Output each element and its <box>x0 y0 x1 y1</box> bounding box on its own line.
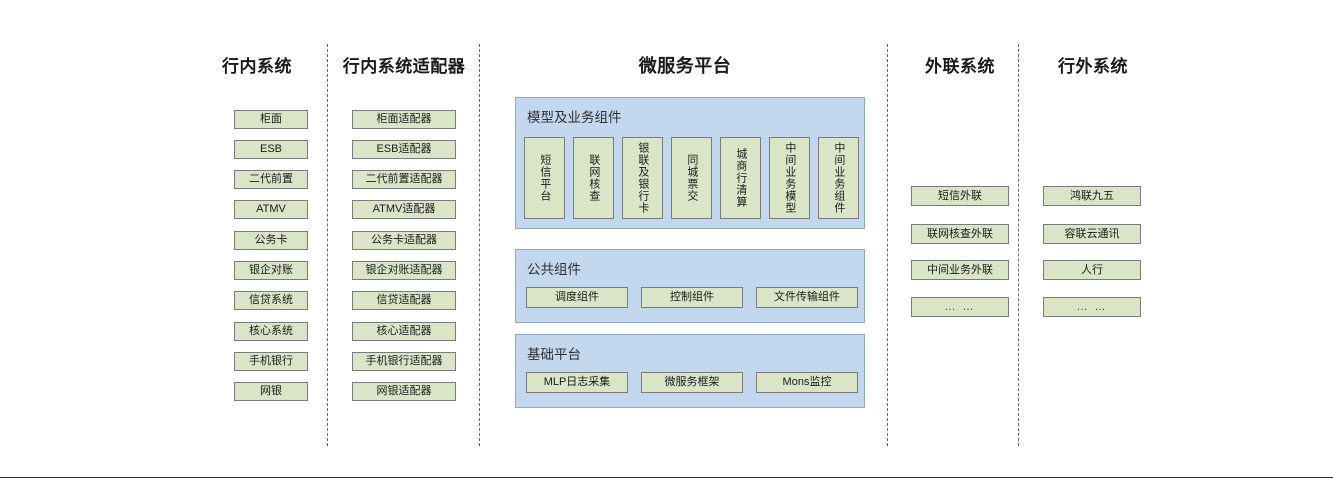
node-in-bank-system[interactable]: ATMV <box>234 200 308 219</box>
node-external-link-system[interactable]: 中间业务外联 <box>911 260 1009 280</box>
divider-2 <box>479 44 480 446</box>
node-model-component[interactable]: 短信平台 <box>524 137 565 219</box>
node-in-bank-system[interactable]: 公务卡 <box>234 231 308 250</box>
node-model-component[interactable]: 同城票交 <box>671 137 712 219</box>
column-title-in-bank-systems: 行内系统 <box>222 57 292 76</box>
node-in-bank-system[interactable]: 核心系统 <box>234 322 308 341</box>
node-in-bank-system[interactable]: 信贷系统 <box>234 291 308 310</box>
divider-4 <box>1018 44 1019 446</box>
node-in-bank-adapter[interactable]: 手机银行适配器 <box>352 352 456 371</box>
node-common-component[interactable]: 文件传输组件 <box>756 287 858 308</box>
node-infrastructure-component[interactable]: MLP日志采集 <box>526 372 628 393</box>
node-outside-bank-system[interactable]: 容联云通讯 <box>1043 224 1141 244</box>
panel-title-common-components: 公共组件 <box>527 262 581 277</box>
divider-1 <box>327 44 328 446</box>
node-in-bank-adapter[interactable]: ATMV适配器 <box>352 200 456 219</box>
node-in-bank-system[interactable]: 网银 <box>234 382 308 401</box>
node-external-link-system-more[interactable]: … … <box>911 297 1009 317</box>
node-common-component[interactable]: 调度组件 <box>526 287 628 308</box>
node-infrastructure-component[interactable]: Mons监控 <box>756 372 858 393</box>
column-title-external-link-systems: 外联系统 <box>925 57 995 76</box>
node-in-bank-system[interactable]: 手机银行 <box>234 352 308 371</box>
node-model-component[interactable]: 中间业务组件 <box>818 137 859 219</box>
node-in-bank-adapter[interactable]: 网银适配器 <box>352 382 456 401</box>
column-title-outside-bank-systems: 行外系统 <box>1058 57 1128 76</box>
node-model-component[interactable]: 中间业务模型 <box>769 137 810 219</box>
node-outside-bank-system[interactable]: 鸿联九五 <box>1043 186 1141 206</box>
panel-title-infrastructure-platform: 基础平台 <box>527 347 581 362</box>
node-in-bank-adapter[interactable]: 银企对账适配器 <box>352 261 456 280</box>
node-external-link-system[interactable]: 联网核查外联 <box>911 224 1009 244</box>
node-in-bank-system[interactable]: 银企对账 <box>234 261 308 280</box>
node-in-bank-adapter[interactable]: 信贷适配器 <box>352 291 456 310</box>
node-model-component[interactable]: 联网核查 <box>573 137 614 219</box>
node-in-bank-system[interactable]: 二代前置 <box>234 170 308 189</box>
node-in-bank-adapter[interactable]: 公务卡适配器 <box>352 231 456 250</box>
column-title-microservice-platform: 微服务平台 <box>638 56 732 76</box>
node-outside-bank-system-more[interactable]: … … <box>1043 297 1141 317</box>
node-outside-bank-system[interactable]: 人行 <box>1043 260 1141 280</box>
column-title-in-bank-adapters: 行内系统适配器 <box>342 57 466 76</box>
node-external-link-system[interactable]: 短信外联 <box>911 186 1009 206</box>
divider-3 <box>887 44 888 446</box>
node-in-bank-adapter[interactable]: 核心适配器 <box>352 322 456 341</box>
node-model-component[interactable]: 银联及银行卡 <box>622 137 663 219</box>
node-in-bank-system[interactable]: 柜面 <box>234 110 308 129</box>
node-in-bank-adapter[interactable]: 二代前置适配器 <box>352 170 456 189</box>
node-model-component[interactable]: 城商行清算 <box>720 137 761 219</box>
node-in-bank-system[interactable]: ESB <box>234 140 308 159</box>
node-in-bank-adapter[interactable]: 柜面适配器 <box>352 110 456 129</box>
node-in-bank-adapter[interactable]: ESB适配器 <box>352 140 456 159</box>
panel-title-model-business-components: 模型及业务组件 <box>527 110 622 125</box>
bottom-divider <box>0 477 1333 478</box>
panel-infrastructure-platform <box>515 334 865 408</box>
node-common-component[interactable]: 控制组件 <box>641 287 743 308</box>
panel-common-components <box>515 249 865 323</box>
node-infrastructure-component[interactable]: 微服务框架 <box>641 372 743 393</box>
